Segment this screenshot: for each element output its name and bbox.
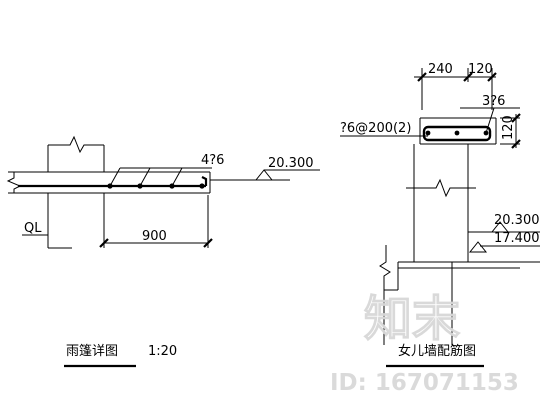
- canopy-level-label: 20.300: [268, 156, 314, 171]
- parapet-top-rebar: 3?6: [482, 94, 505, 109]
- canopy-rebar-label: 4?6: [201, 153, 224, 168]
- watermark-logo-text: 知末: [364, 291, 460, 347]
- parapet-dim-b: 120: [468, 62, 493, 77]
- watermark-id: ID: 167071153: [330, 370, 519, 396]
- parapet-dim-a: 240: [428, 62, 453, 77]
- rebar-dot: [199, 183, 205, 189]
- watermark: 知末 ID: 167071153: [330, 290, 519, 396]
- rebar-dot: [454, 130, 460, 136]
- parapet-height-dim: 120: [501, 115, 516, 140]
- parapet-title: 女儿墙配筋图: [398, 343, 476, 359]
- canopy-title: 雨篷详图: [66, 344, 118, 359]
- canopy-detail: 4?6 20.300 QL 900 雨篷详图 1:20: [6, 135, 320, 368]
- parapet-level-lower: 17.400: [494, 231, 540, 246]
- parapet-level-upper: 20.300: [494, 213, 540, 228]
- canopy-span-dim: 900: [142, 229, 167, 244]
- beam-label: QL: [24, 221, 42, 236]
- parapet-detail: 240 120 3?6 ?6@200(2) 120 20.30: [340, 62, 540, 368]
- canopy-scale: 1:20: [148, 344, 177, 359]
- rebar-dot: [425, 130, 431, 136]
- parapet-stirrup: ?6@200(2): [340, 121, 411, 136]
